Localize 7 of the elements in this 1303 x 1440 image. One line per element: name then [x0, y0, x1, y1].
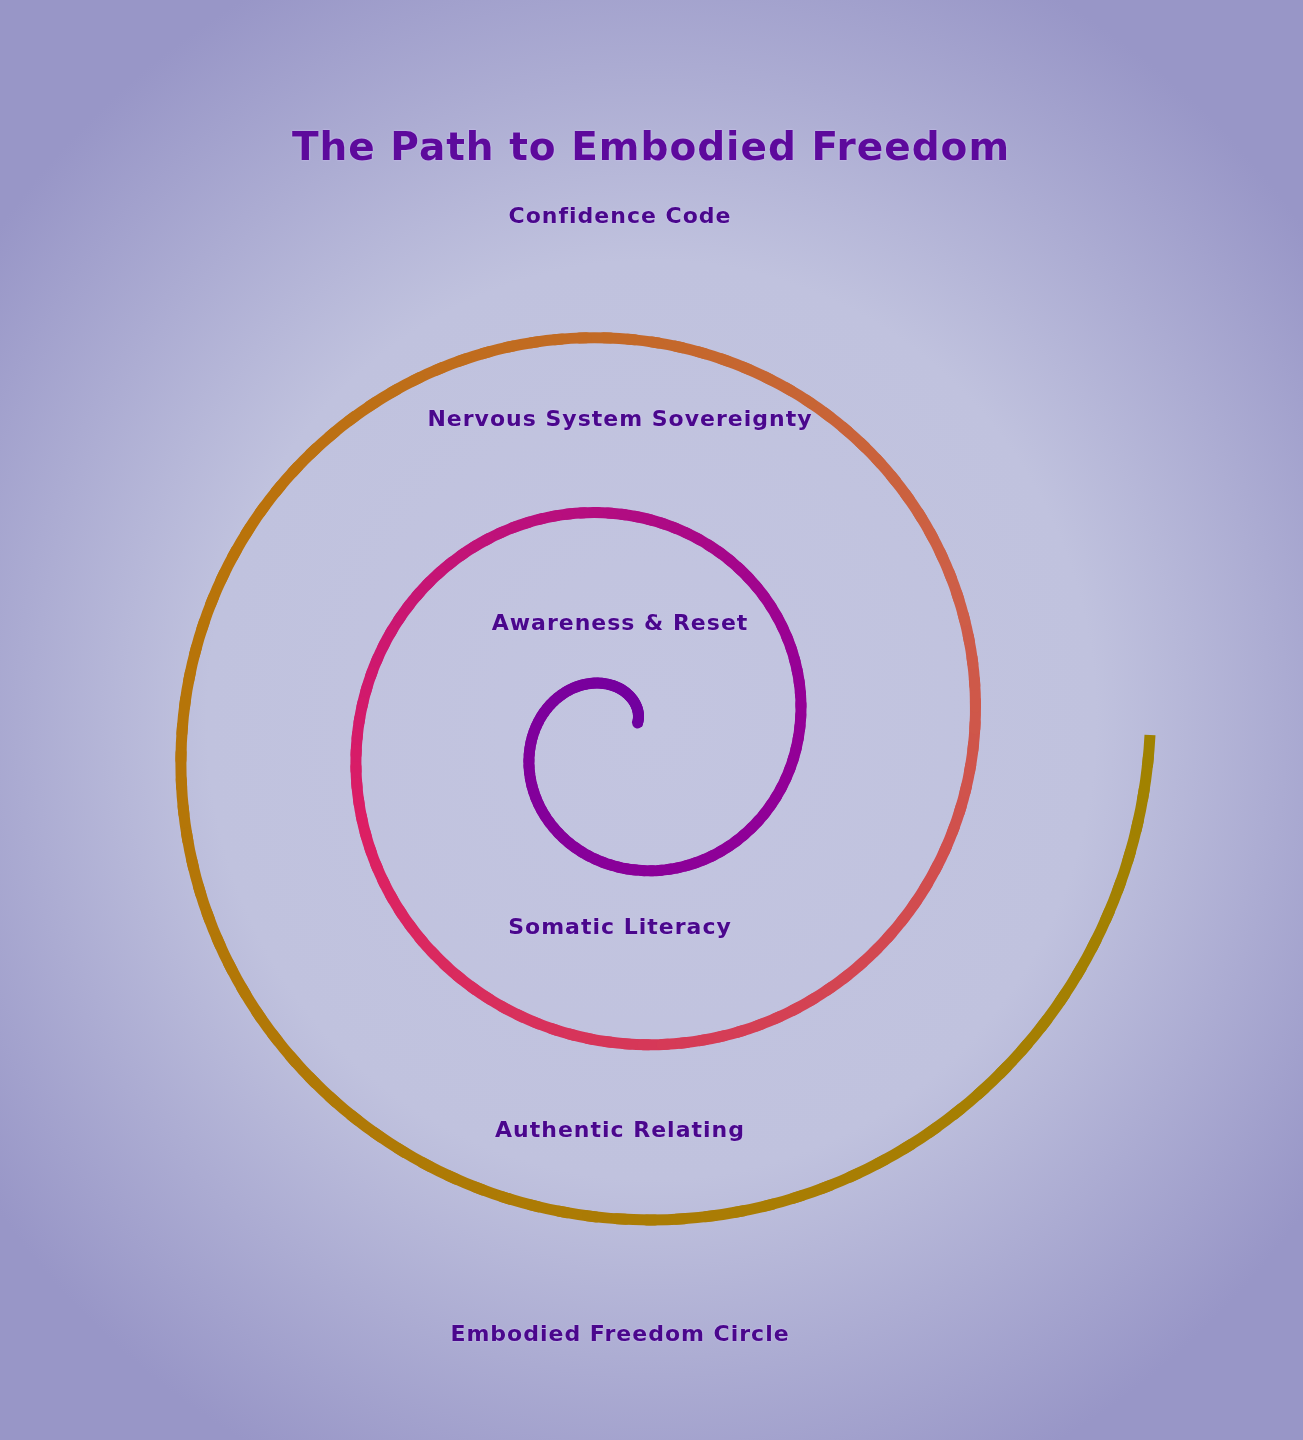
stage-label: Authentic Relating [495, 1117, 745, 1142]
stage-label: Somatic Literacy [508, 914, 732, 939]
stage-label: Nervous System Sovereignty [427, 406, 813, 431]
diagram-title: The Path to Embodied Freedom [291, 124, 1011, 169]
stage-label: Confidence Code [508, 203, 732, 228]
stage-label: Embodied Freedom Circle [450, 1321, 790, 1346]
stage-label: Awareness & Reset [491, 610, 749, 635]
